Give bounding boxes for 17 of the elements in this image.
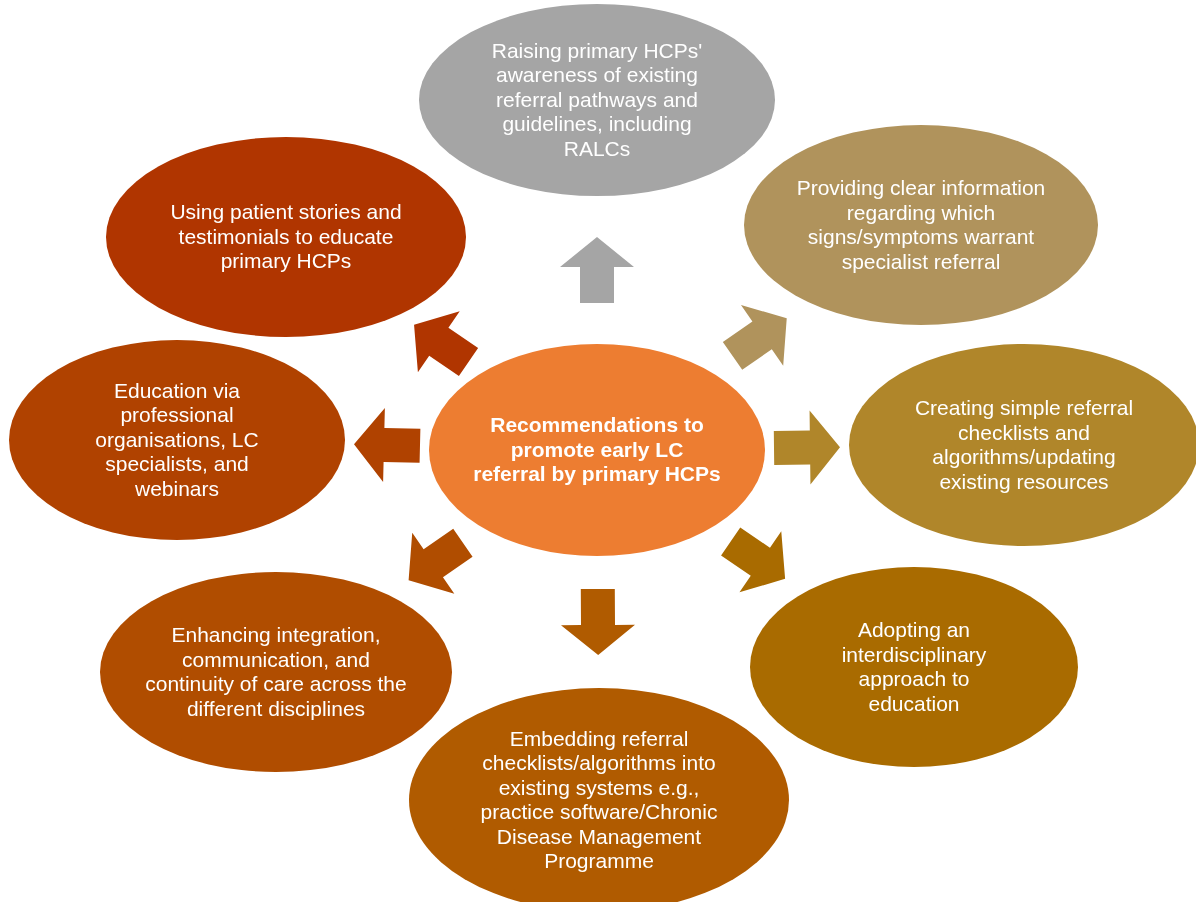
recommendation-text: Embedding referral checklists/algorithms into existing systems e.g., practice software/Chronic Disease Management Programme <box>479 726 719 874</box>
block-arrow <box>560 237 634 303</box>
recommendation-text: Raising primary HCPs' awareness of existing referral pathways and guidelines, including RALCs <box>490 38 704 161</box>
block-arrow <box>414 311 479 376</box>
block-arrow <box>408 528 473 594</box>
block-arrow <box>773 410 840 485</box>
block-arrow <box>722 304 787 370</box>
recommendation-text: Using patient stories and testimonials to educate primary HCPs <box>169 200 403 274</box>
recommendation-text: Adopting an interdisciplinary approach to education <box>840 618 988 716</box>
block-arrow <box>354 407 421 482</box>
block-arrow <box>561 588 635 655</box>
central-title: Recommendations to promote early LC referral by primary HCPs <box>472 413 722 487</box>
recommendation-text: Education via professional organisations, LC specialists, and webinars <box>94 378 260 501</box>
recommendation-text: Providing clear information regarding which signs/symptoms warrant specialist referral <box>795 176 1047 274</box>
block-arrow <box>721 527 786 593</box>
recommendation-text: Creating simple referral checklists and algorithms/updating existing resources <box>913 396 1135 494</box>
recommendation-text: Enhancing integration, communication, and continuity of care across the different disciplines <box>144 623 408 721</box>
